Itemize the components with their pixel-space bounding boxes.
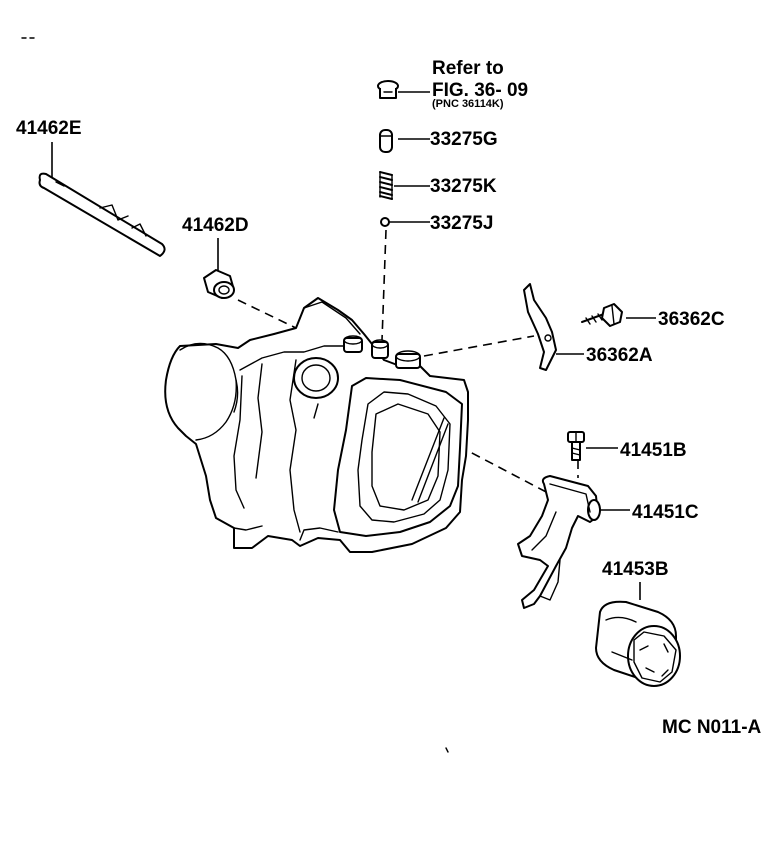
label-refer-pnc: (PNC 36114K)	[432, 98, 504, 110]
lock-plate-36362A	[523, 283, 557, 371]
pin-33275G	[379, 129, 393, 153]
bolt-36362C	[581, 303, 623, 327]
leader-lines	[51, 91, 656, 600]
label-41453B: 41453B	[602, 559, 669, 580]
label-drawing-code: MC N011-A	[662, 717, 762, 738]
label-36362C: 36362C	[658, 309, 725, 330]
label-41451C: 41451C	[632, 502, 699, 523]
shift-rail-41462E	[38, 172, 166, 257]
label-36362A: 36362A	[586, 345, 653, 366]
label-33275G: 33275G	[430, 129, 498, 150]
label-refer-figure: FIG. 36- 09	[432, 80, 528, 101]
transmission-case	[164, 297, 469, 553]
label-refer-to: Refer to	[432, 58, 504, 79]
label-41462D: 41462D	[182, 215, 249, 236]
ball-33275J	[380, 217, 390, 227]
label-41462E: 41462E	[16, 118, 82, 139]
bushing-41462D	[203, 269, 235, 299]
shift-fork-41451C	[517, 475, 601, 609]
hub-sleeve-41453B	[595, 600, 681, 687]
bolt-41451B	[567, 431, 585, 461]
label-41451B: 41451B	[620, 440, 687, 461]
label-33275K: 33275K	[430, 176, 497, 197]
plug-fig-36-09	[377, 80, 399, 99]
label-33275J: 33275J	[430, 213, 493, 234]
spring-33275K	[379, 171, 393, 200]
stray-mark	[445, 747, 449, 753]
